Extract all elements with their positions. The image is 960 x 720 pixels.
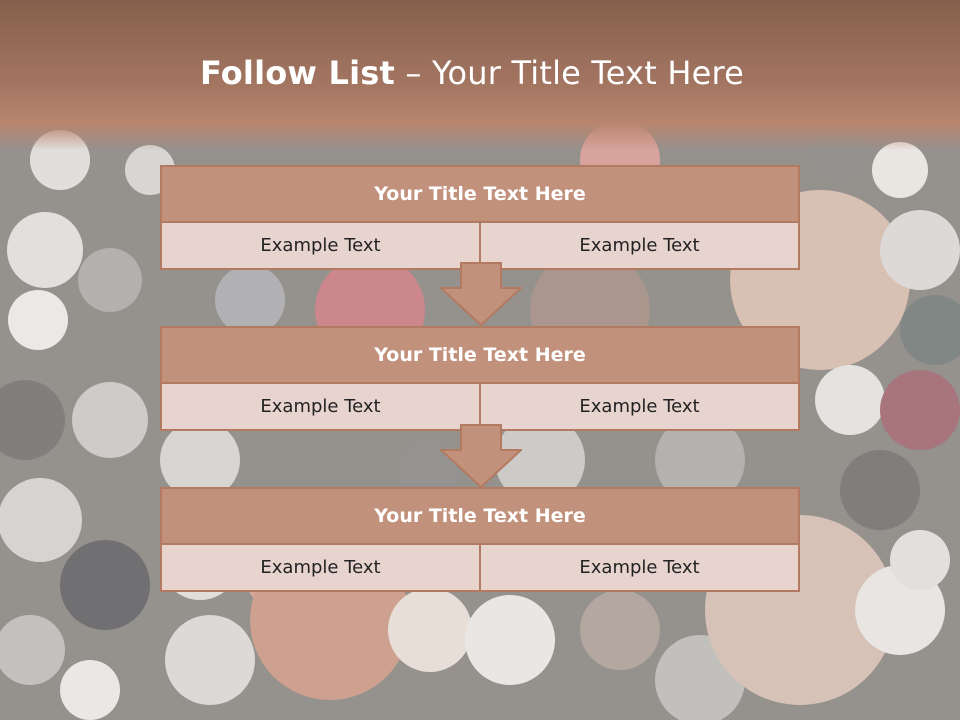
step-cell-left: Example Text [260, 235, 381, 256]
step-title: Your Title Text Here [162, 328, 798, 384]
step-title: Your Title Text Here [162, 167, 798, 223]
title-banner [0, 0, 960, 150]
step-cell-right: Example Text [479, 545, 798, 590]
step-cell-right: Example Text [479, 223, 798, 268]
step-box-3: Your Title Text Here Example Text Exampl… [160, 487, 800, 592]
step-cell-left: Example Text [260, 557, 381, 578]
step-cell-right: Example Text [479, 384, 798, 429]
slide-title-bold: Follow List [199, 54, 396, 92]
down-arrow-icon [440, 424, 522, 488]
step-cell-left: Example Text [260, 396, 381, 417]
step-row: Example Text Example Text [162, 223, 798, 268]
step-box-2: Your Title Text Here Example Text Exampl… [160, 326, 800, 431]
step-row: Example Text Example Text [162, 384, 798, 429]
slide-title: Follow List – Your Title Text Here [0, 54, 944, 92]
slide-title-rest: – Your Title Text Here [395, 54, 745, 92]
step-row: Example Text Example Text [162, 545, 798, 590]
step-box-1: Your Title Text Here Example Text Exampl… [160, 165, 800, 270]
down-arrow-icon [440, 262, 522, 326]
step-title: Your Title Text Here [162, 489, 798, 545]
